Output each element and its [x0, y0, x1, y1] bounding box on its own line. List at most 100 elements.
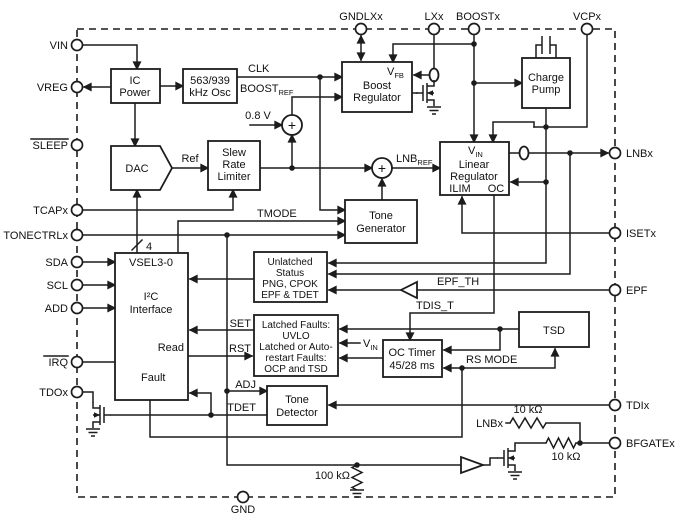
wiring: [81, 34, 610, 466]
boost-vfb-label: VFB: [387, 66, 404, 80]
pin-bfgatex: [608, 436, 622, 450]
pin-tdox: [70, 385, 84, 399]
latched-label-1: Latched Faults:: [262, 320, 330, 331]
pin-boostx: [467, 22, 481, 36]
clk-label: CLK: [248, 63, 270, 75]
slew-rate-limiter-block: [207, 140, 261, 191]
slew-label-3: Limiter: [217, 171, 250, 183]
pin-label-sda: SDA: [45, 257, 68, 269]
slew-label-2: Rate: [222, 159, 245, 171]
i2c-interface-block: [114, 252, 189, 401]
pin-tcapx: [70, 203, 84, 217]
pin-label-sleep: SLEEP: [33, 140, 68, 152]
resistor-top-icon: [509, 416, 547, 430]
pin-lxx: [427, 22, 441, 36]
sum-boost-plus: +: [288, 117, 296, 133]
ic-power-label-1: IC: [130, 75, 141, 87]
charge-pump-label-2: Pump: [532, 84, 561, 96]
pin-label-vin: VIN: [50, 40, 68, 52]
i2c-label-2: Interface: [130, 304, 173, 316]
current-sense-lnb: [518, 145, 530, 161]
pin-scl: [70, 278, 84, 292]
bfgate-mosfet-icon: [496, 444, 516, 472]
tone-detector-block: [266, 385, 328, 426]
linear-regulator-block: [439, 141, 510, 196]
latched-label-3: Latched or Auto-: [259, 342, 332, 353]
resistors: [350, 416, 577, 491]
linear-label-2: Regulator: [450, 171, 498, 183]
tone-gen-label-1: Tone: [369, 210, 393, 222]
oscillator-block: [182, 68, 238, 104]
summing-junction-boost: [281, 114, 303, 136]
slew-label-1: Slew: [222, 147, 246, 159]
epf-buffer-icon: [398, 280, 418, 300]
rst-label: RST: [229, 343, 251, 355]
pin-label-isetx: ISETx: [626, 228, 656, 240]
tone-generator-block: [344, 199, 418, 244]
i2c-vsel-label: VSEL3-0: [129, 257, 173, 269]
pin-irq: [70, 355, 84, 369]
ic-power-block: [110, 68, 161, 104]
pin-label-gndlxx: GNDLXx: [339, 11, 383, 23]
pin-label-scl: SCL: [47, 280, 68, 292]
boost-regulator-block: [341, 61, 413, 113]
tone-det-label-2: Detector: [276, 407, 318, 419]
linear-oc-label: OC: [488, 183, 505, 195]
pin-epf: [608, 283, 622, 297]
pin-label-irq: IRQ: [48, 357, 68, 369]
boost-mosfet-icon: [415, 79, 435, 107]
current-sense-boost: [428, 67, 440, 83]
dac-label: DAC: [125, 163, 148, 175]
oc-timer-block: [382, 339, 443, 378]
unlatched-label-4: EPF & TDET: [261, 290, 319, 301]
bus-slash-icon: [130, 238, 144, 252]
pin-label-tcapx: TCAPx: [33, 205, 68, 217]
linear-label-1: Linear: [459, 159, 490, 171]
pin-label-gnd: GND: [231, 504, 256, 516]
charge-pump-block: [521, 57, 571, 109]
pin-label-lnbx: LNBx: [626, 148, 653, 160]
pin-label-boostx: BOOSTx: [456, 11, 501, 23]
unlatched-label-1: Unlatched: [267, 257, 312, 268]
pin-label-vreg: VREG: [37, 82, 68, 94]
pin-gnd: [236, 490, 250, 504]
unlatched-label-3: PNG, CPOK: [262, 279, 318, 290]
pin-sda: [70, 255, 84, 269]
pin-vcpx: [580, 22, 594, 36]
bus-width-label: 4: [146, 241, 152, 253]
osc-label-1: 563/939: [190, 75, 230, 87]
resistor-bottom-icon: [545, 436, 577, 450]
pin-label-bfgatex: BFGATEx: [626, 438, 675, 450]
pin-label-tonectrlx: TONECTRLx: [3, 230, 68, 242]
pin-tonectrlx: [70, 228, 84, 242]
linear-ilim-label: ILIM: [449, 183, 470, 195]
pin-label-vcpx: VCPx: [573, 11, 602, 23]
tdis-t-label: TDIS_T: [416, 300, 454, 312]
block-labels: IC Power 563/939 kHz Osc DAC Slew Rate L…: [119, 66, 565, 419]
pin-label-tdix: TDIx: [626, 400, 650, 412]
unlatched-status-block: [253, 251, 328, 303]
epf-th-label: EPF_TH: [437, 276, 479, 288]
i2c-fault-label: Fault: [141, 372, 165, 384]
pin-gndlxx: [354, 22, 368, 36]
signal-labels: CLK BOOSTREF 0.8 V Ref LNBREF TMODE 4 EP…: [146, 63, 581, 482]
charge-pump-label-1: Charge: [528, 72, 564, 84]
adj-label: ADJ: [235, 379, 256, 391]
oc-timer-label-2: 45/28 ms: [389, 360, 435, 372]
pins: [70, 22, 622, 504]
resistor-bottom-value: 10 kΩ: [551, 451, 580, 463]
boost-ref-label: BOOSTREF: [240, 83, 294, 97]
pin-isetx: [608, 226, 622, 240]
tdox-mosfet-icon: [92, 401, 112, 429]
pin-label-epf: EPF: [626, 285, 648, 297]
osc-label-2: kHz Osc: [189, 87, 231, 99]
unlatched-label-2: Status: [276, 268, 304, 279]
tsd-block: [518, 311, 590, 348]
boost-label-2: Regulator: [353, 92, 401, 104]
pin-label-lxx: LXx: [425, 11, 444, 23]
latched-label-2: UVLO: [282, 331, 309, 342]
set-label: SET: [230, 318, 252, 330]
tone-det-label-1: Tone: [285, 394, 309, 406]
latched-faults-block: [253, 314, 339, 377]
